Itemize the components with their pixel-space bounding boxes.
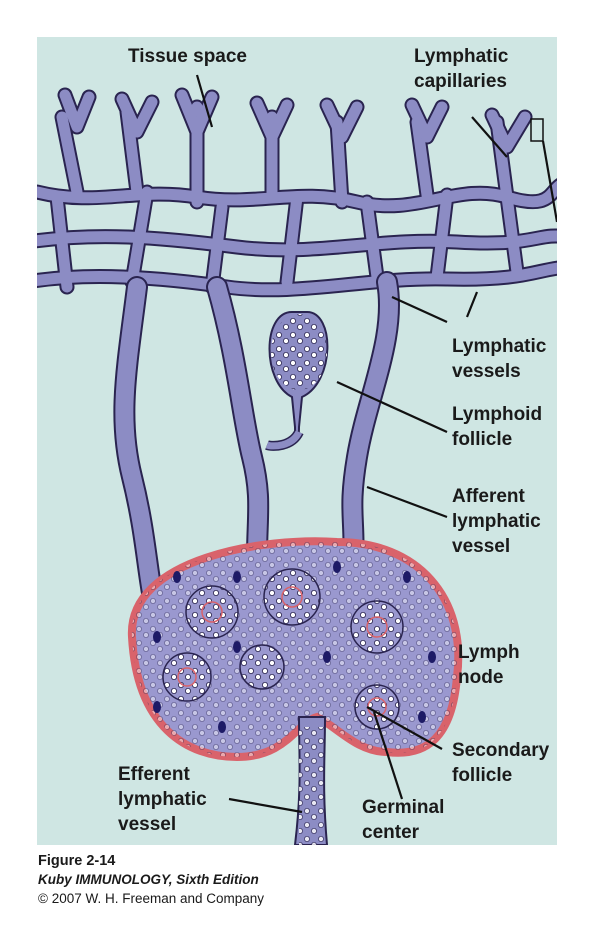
label-lymphatic-capillaries: Lymphatic capillaries	[414, 46, 509, 92]
dark-cells	[153, 561, 436, 733]
lymphoid-follicle	[265, 311, 329, 451]
lymphatic-capillary-network	[37, 87, 557, 298]
germinal-centers	[177, 586, 388, 717]
label-germinal-center: Germinal center	[362, 797, 445, 843]
secondary-follicles	[162, 568, 404, 730]
lymph-node	[127, 537, 463, 762]
lymphatic-system-illustration	[37, 74, 557, 845]
diagram-panel	[37, 37, 557, 845]
label-afferent-vessel: Afferent lymphatic vessel	[452, 486, 541, 557]
pointer-lines	[195, 74, 557, 814]
label-lymphoid-follicle: Lymphoid follicle	[452, 404, 543, 450]
label-efferent-vessel: Efferent lymphatic vessel	[118, 764, 207, 835]
label-tissue-space: Tissue space	[128, 46, 248, 67]
afferent-lymphatic-vessels	[113, 271, 401, 628]
copyright-line: © 2007 W. H. Freeman and Company	[38, 891, 265, 906]
figure-number: Figure 2-14	[38, 853, 116, 869]
label-secondary-follicle: Secondary follicle	[452, 740, 550, 786]
book-title: Kuby IMMUNOLOGY, Sixth Edition	[38, 872, 259, 887]
label-lymph-node: Lymph node	[458, 642, 520, 688]
efferent-lymphatic-vessel	[293, 716, 329, 845]
label-lymphatic-vessels: Lymphatic vessels	[452, 336, 547, 382]
